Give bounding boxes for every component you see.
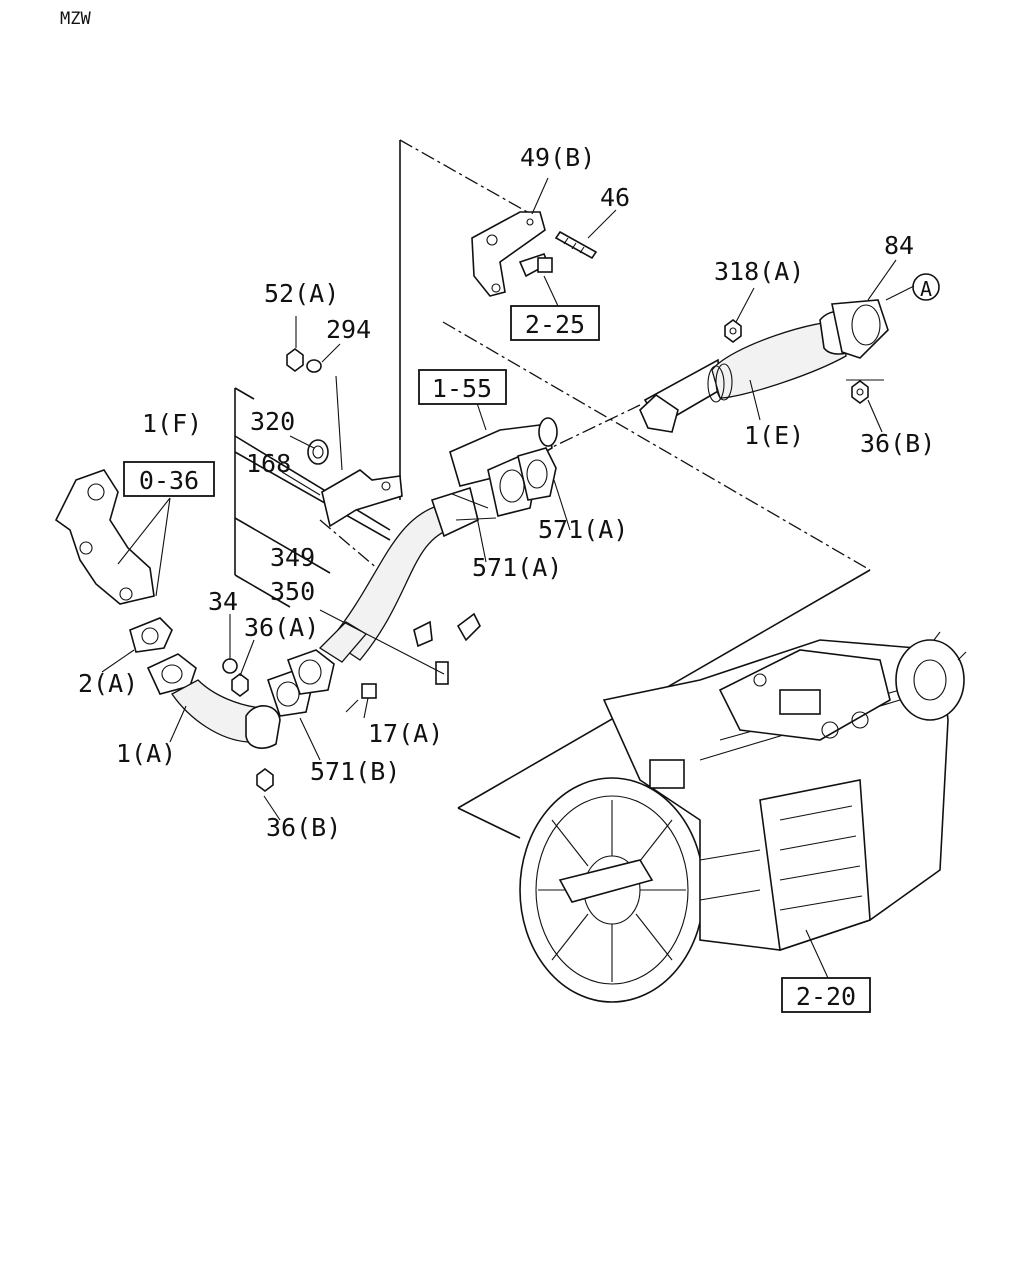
bolt-2-25 [518,253,553,278]
callout-49b: 49(B) [520,143,595,172]
bush-320 [307,439,329,465]
callout-46: 46 [600,183,630,212]
output-flange [895,631,967,721]
callout-318a: 318(A) [714,257,804,286]
front-pipe-1f [329,486,497,661]
reference-2-20-label: 2-20 [796,982,856,1011]
transmission-assembly [519,631,967,1003]
gasket-2a [129,617,173,653]
callout-294: 294 [326,315,371,344]
reference-circle-a: A [912,273,940,301]
flange-571a [487,447,557,517]
callout-17a: 17(A) [368,719,443,748]
bolt-46 [554,230,598,260]
callout-84: 84 [884,231,914,260]
washer-294 [306,359,322,373]
reference-box-1-55: 1-55 [418,369,507,405]
shift-tower [718,649,891,741]
callout-349: 349 [270,543,315,572]
heat-shield-1-55 [449,417,558,487]
callout-36b-top: 36(B) [860,429,935,458]
nut-34 [222,658,238,674]
callout-571a-upper: 571(A) [538,515,628,544]
bracket-49b [471,211,546,297]
callout-36b-bottom: 36(B) [266,813,341,842]
front-pipe-1a [146,653,281,749]
reference-circle-a-label: A [920,277,932,301]
reference-1-55-label: 1-55 [432,374,492,403]
clamp-349-350 [413,612,481,685]
callout-350: 350 [270,577,315,606]
exhaust-manifold-0-36 [54,469,155,605]
callout-571a-lower: 571(A) [472,553,562,582]
nut-36a [231,673,249,697]
callout-1a: 1(A) [116,739,176,768]
callout-1e: 1(E) [744,421,804,450]
bracket-168 [321,469,403,528]
callout-34: 34 [208,587,238,616]
reference-box-2-20: 2-20 [781,977,871,1013]
callout-1f: 1(F) [142,409,202,438]
nut-36b-top [851,380,869,404]
bell-housing-ribs [538,800,686,982]
nut-36b-bottom [256,768,274,792]
callout-36a: 36(A) [244,613,319,642]
tail-pipe-1e [639,299,889,433]
callout-168: 168 [246,449,291,478]
reference-box-2-25: 2-25 [510,305,600,341]
callout-52a: 52(A) [264,279,339,308]
callout-2a: 2(A) [78,669,138,698]
reference-box-0-36: 0-36 [123,461,215,497]
callout-320: 320 [250,407,295,436]
flange-pipe-joint [286,621,367,695]
nut-318a [724,319,742,343]
callout-571b: 571(B) [310,757,400,786]
diagram-code: MZW [60,9,91,29]
nut-52a [286,348,304,372]
bolt-17a [345,683,377,713]
reference-2-25-label: 2-25 [525,310,585,339]
reference-0-36-label: 0-36 [139,466,199,495]
